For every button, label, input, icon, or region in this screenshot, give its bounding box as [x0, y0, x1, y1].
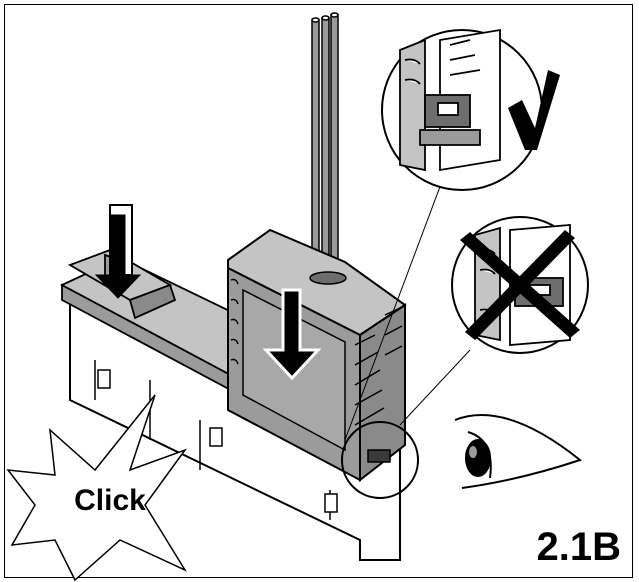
step-label: 2.1B — [536, 525, 622, 569]
housing-vents-left — [230, 278, 239, 365]
latch-highlight — [341, 421, 419, 499]
base-clips — [97, 369, 338, 513]
incorrect-detail — [451, 216, 589, 354]
eye-icon — [454, 414, 583, 489]
arrow-down-icon — [94, 214, 142, 299]
click-label: Click — [74, 484, 146, 517]
leader-lines — [344, 159, 471, 441]
click-starburst: Click — [6, 394, 188, 582]
correct-detail — [381, 28, 560, 191]
left-insert-arrow — [94, 204, 142, 299]
checkmark-icon — [508, 70, 560, 150]
cross-icon — [460, 230, 580, 340]
cable-bundle — [311, 12, 339, 283]
diagram-frame — [4, 4, 633, 578]
housing-insert-arrow — [262, 288, 322, 381]
housing-vents-side — [354, 307, 403, 426]
arrow-down-icon — [262, 288, 322, 381]
